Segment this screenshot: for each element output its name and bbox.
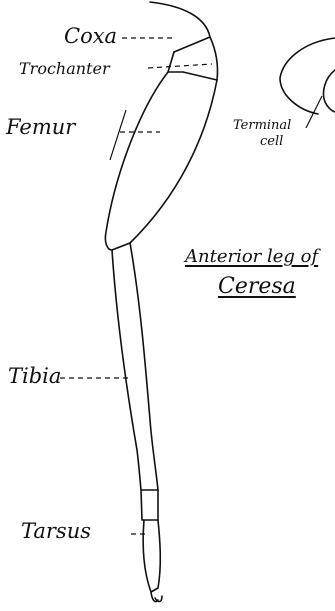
femur-leader-stroke [110, 110, 126, 160]
label-coxa: Coxa [64, 26, 117, 47]
tarsal-claw [151, 592, 162, 602]
label-tarsus: Tarsus [21, 521, 91, 542]
label-terminal-cell-line2: cell [260, 135, 283, 148]
label-trochanter: Trochanter [19, 61, 110, 77]
coxa-segment [150, 2, 210, 52]
wing-fragment [280, 38, 335, 114]
tibia-segment [112, 243, 158, 490]
tarsus-segment-2 [143, 520, 160, 592]
tarsus-segment-1 [141, 490, 158, 520]
trochanter-leader [148, 64, 212, 68]
caption-line2: Ceresa [218, 276, 296, 298]
femur-segment [105, 72, 217, 250]
label-terminal-cell-line1: Terminal [233, 119, 291, 132]
terminal-cell-outline [323, 70, 335, 112]
label-tibia: Tibia [8, 366, 61, 387]
caption-line1: Anterior leg of [185, 248, 318, 266]
label-femur: Femur [6, 117, 75, 138]
coxa-trochanter-joint [210, 37, 218, 80]
